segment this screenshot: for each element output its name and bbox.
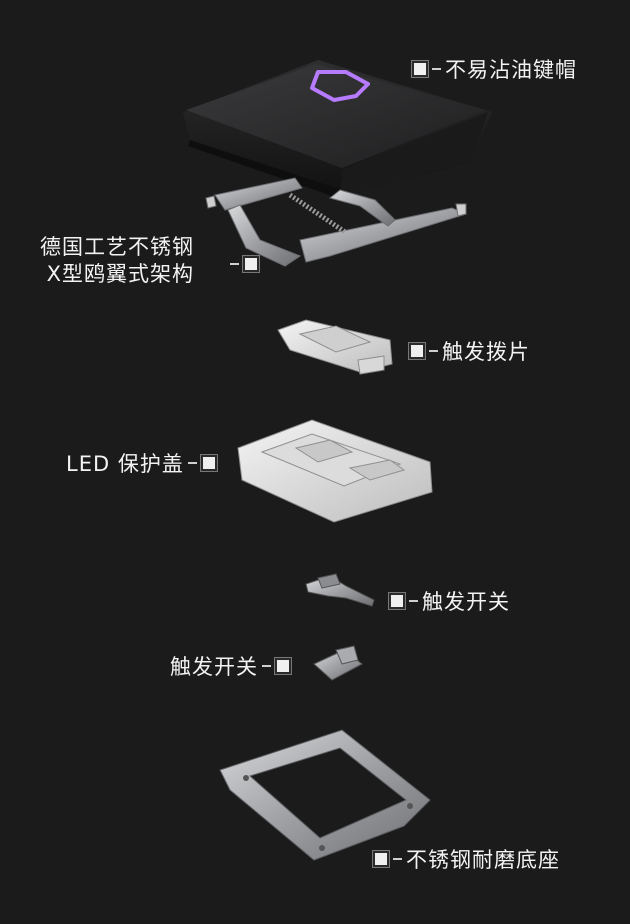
callout-marker-icon [372,850,390,868]
callout-marker-icon [199,454,218,472]
callout-stabilizer [230,255,260,273]
keycap-logo-icon [310,70,370,102]
trigger-switch-b [313,645,363,681]
stabilizer-frame [205,177,468,267]
callout-dash [262,665,271,667]
trigger-switch-a [305,573,375,607]
keycap [183,60,492,198]
label-trigger-plate: 触发拨片 [408,336,530,366]
label-keycap: 不易沾油键帽 [411,54,577,84]
callout-dash [187,462,197,464]
callout-dash [393,858,402,860]
callout-marker-icon [411,60,429,78]
callout-dash [230,263,239,265]
callout-marker-icon [408,342,426,360]
label-trigger-switch-b: 触发开关 [170,651,292,681]
stainless-steel-base [219,729,431,861]
callout-dash [429,350,438,352]
label-trigger-switch-a: 触发开关 [388,586,510,616]
led-protective-cover [237,419,433,523]
label-base: 不锈钢耐磨底座 [372,844,560,874]
callout-dash [409,600,418,602]
trigger-plate [277,319,393,375]
callout-marker-icon [388,592,406,610]
label-led-cover: LED 保护盖 [66,448,218,478]
callout-dash [432,68,441,70]
label-stabilizer: 德国工艺不锈钢 X型鸥翼式架构 [40,235,194,286]
callout-marker-icon [242,255,260,273]
callout-marker-icon [274,657,292,675]
